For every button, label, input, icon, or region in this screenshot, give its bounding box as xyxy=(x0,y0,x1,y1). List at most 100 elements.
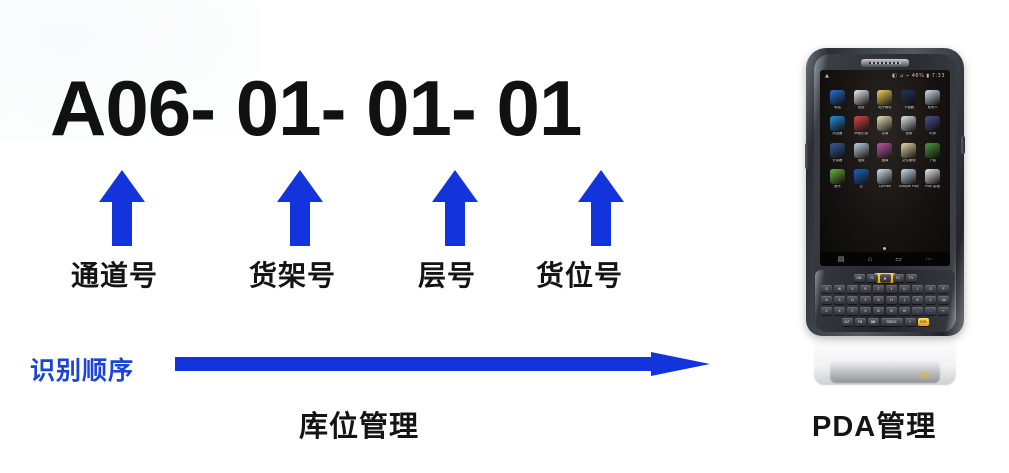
app-label: 时钟 xyxy=(929,132,936,136)
pda-screen[interactable]: ▲ ◧ ⊿ ⌁ 46% ▮ 7:33 电话短信电子邮件下载器联系人浏览器声音记录… xyxy=(820,70,950,266)
app-cell[interactable]: 时钟 xyxy=(921,116,944,135)
key-g[interactable]: G xyxy=(873,296,884,304)
key-f2[interactable]: F2 xyxy=(892,274,904,282)
key-i[interactable]: I xyxy=(912,285,923,293)
app-cell[interactable]: 文件管理 xyxy=(897,142,920,162)
app-label: 音乐 xyxy=(834,185,841,189)
browser-icon[interactable] xyxy=(829,116,845,132)
key-fn[interactable]: FN xyxy=(854,318,866,326)
recorder-icon[interactable] xyxy=(853,116,869,132)
key-o[interactable]: O xyxy=(925,285,936,293)
key-j[interactable]: J xyxy=(899,296,910,304)
key-h[interactable]: H xyxy=(886,296,897,304)
message-icon[interactable] xyxy=(853,90,869,105)
contacts-icon[interactable] xyxy=(925,90,941,105)
clock-icon[interactable] xyxy=(925,116,941,132)
field-label-aisle: 通道号 xyxy=(71,260,159,291)
app-cell[interactable]: 设置 xyxy=(897,116,920,135)
gallery-icon[interactable] xyxy=(877,142,893,158)
camera-icon[interactable] xyxy=(877,169,893,185)
app-cell[interactable]: 短信 xyxy=(850,90,873,109)
key-f[interactable]: F xyxy=(860,296,871,304)
calculator-icon[interactable] xyxy=(829,142,845,158)
downloads-icon[interactable] xyxy=(901,90,917,105)
app-cell[interactable]: 云 xyxy=(850,169,873,188)
cloud-icon[interactable] xyxy=(853,169,869,185)
key-r[interactable]: R xyxy=(860,285,871,293)
menu-button[interactable]: ▤ xyxy=(837,255,845,263)
status-right-icons: ◧ ⊿ ⌁ 46% ▮ 7:33 xyxy=(892,72,945,79)
app-cell[interactable]: Google Play xyxy=(897,169,920,188)
key-[interactable]: . xyxy=(925,307,936,315)
key-c[interactable]: C xyxy=(847,307,858,315)
app-cell[interactable]: 下载 xyxy=(921,142,944,162)
key-alt[interactable]: ALT xyxy=(841,318,853,326)
app-cell[interactable]: 电话 xyxy=(826,90,849,109)
key-k[interactable]: K xyxy=(912,296,923,304)
key-f3[interactable]: F3 xyxy=(905,274,917,282)
app-cell[interactable]: 电子邮件 xyxy=(874,90,897,109)
app-cell[interactable]: 联系人 xyxy=(921,90,944,109)
key-a[interactable]: A xyxy=(821,296,832,304)
app-label: 联系人 xyxy=(927,106,938,109)
key-[interactable]: , xyxy=(912,307,923,315)
key-u[interactable]: U xyxy=(899,285,910,293)
app-cell[interactable]: 音乐 xyxy=(826,169,849,188)
key-w[interactable]: W xyxy=(834,285,845,293)
key-t[interactable]: T xyxy=(873,285,884,293)
key-v[interactable]: V xyxy=(860,307,871,315)
app-cell[interactable]: Lychee xyxy=(874,169,897,188)
key-x[interactable]: X xyxy=(834,307,845,315)
key-[interactable]: ⌫ xyxy=(938,296,949,304)
key-f1[interactable]: F1 xyxy=(866,274,878,282)
volume-button-left[interactable] xyxy=(805,143,809,169)
play-store-icon[interactable] xyxy=(901,169,917,185)
key-d[interactable]: D xyxy=(847,296,858,304)
key-l[interactable]: L xyxy=(925,296,936,304)
key-[interactable]: ↵ xyxy=(938,307,949,315)
back-button[interactable]: ▭ xyxy=(895,255,902,263)
key-[interactable]: ⌨ xyxy=(867,318,879,326)
key-[interactable]: ▲ xyxy=(879,274,891,282)
caption-pda-management: PDA管理 xyxy=(812,411,937,443)
key-z[interactable]: Z xyxy=(821,307,832,315)
file-manager-icon[interactable] xyxy=(901,142,917,158)
recents-button[interactable]: ⋯ xyxy=(925,255,933,263)
search-icon[interactable] xyxy=(853,142,869,158)
play-movies-icon[interactable] xyxy=(925,169,941,185)
app-cell[interactable]: 计算器 xyxy=(826,142,849,162)
key-n[interactable]: N xyxy=(886,307,897,315)
key-space[interactable]: SPACE xyxy=(880,318,903,326)
pda-device: ▲ ◧ ⊿ ⌁ 46% ▮ 7:33 电话短信电子邮件下载器联系人浏览器声音记录… xyxy=(805,48,965,385)
phone-icon[interactable] xyxy=(829,90,845,105)
key-q[interactable]: Q xyxy=(821,285,832,293)
key-m[interactable]: M xyxy=(899,307,910,315)
key-e[interactable]: E xyxy=(847,285,858,293)
caption-location-management: 库位管理 xyxy=(299,411,420,443)
app-cell[interactable]: Play 影视 xyxy=(921,169,944,188)
app-cell[interactable]: 声音记录 xyxy=(850,116,873,135)
key-sym[interactable]: SYM xyxy=(917,318,929,326)
key-p[interactable]: P xyxy=(938,285,949,293)
key-b[interactable]: B xyxy=(873,307,884,315)
app-cell[interactable]: 搜索 xyxy=(850,142,873,162)
settings-gear-icon[interactable] xyxy=(901,116,917,132)
app-label: 文件管理 xyxy=(902,158,916,162)
app-cell[interactable]: 下载器 xyxy=(897,90,920,109)
compass-icon[interactable] xyxy=(925,142,941,158)
key-[interactable]: ↑ xyxy=(904,318,916,326)
scan-button-right[interactable] xyxy=(961,136,965,154)
app-cell[interactable]: 图库 xyxy=(874,142,897,162)
status-left-icons: ▲ xyxy=(825,72,830,79)
key-on[interactable]: ON xyxy=(853,274,865,282)
app-cell[interactable]: 记事 xyxy=(874,116,897,135)
email-icon[interactable] xyxy=(877,90,893,105)
home-button[interactable]: ⌂ xyxy=(867,255,872,263)
music-icon[interactable] xyxy=(829,169,845,185)
key-s[interactable]: S xyxy=(834,296,845,304)
notes-icon[interactable] xyxy=(877,116,893,132)
key-y[interactable]: Y xyxy=(886,285,897,293)
app-cell[interactable]: 浏览器 xyxy=(826,116,849,135)
